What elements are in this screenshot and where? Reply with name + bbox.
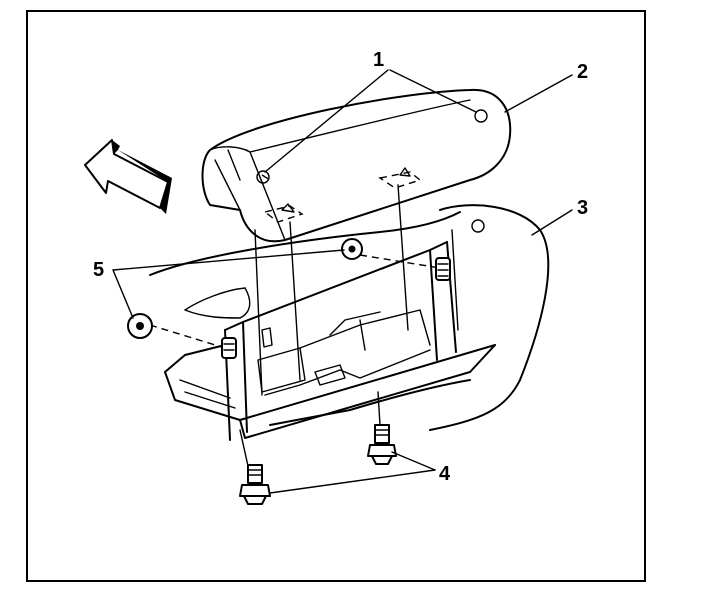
callout-2: 2	[577, 61, 588, 83]
bolt-left	[239, 464, 271, 505]
stud-left	[221, 337, 237, 359]
bolt-right	[367, 424, 397, 465]
leader-lines	[112, 69, 573, 494]
callout-5: 5	[93, 259, 104, 281]
callout-4: 4	[439, 463, 451, 485]
figure-frame	[26, 10, 646, 582]
seat-back	[149, 204, 550, 431]
lower-tray	[164, 344, 496, 439]
callout-1: 1	[373, 49, 384, 71]
airbag-module	[201, 88, 512, 243]
callout-3: 3	[577, 197, 588, 219]
stud-right	[435, 257, 451, 281]
nut-lower	[127, 313, 153, 339]
forward-arrow-icon	[84, 139, 172, 214]
nut-upper	[341, 238, 363, 260]
